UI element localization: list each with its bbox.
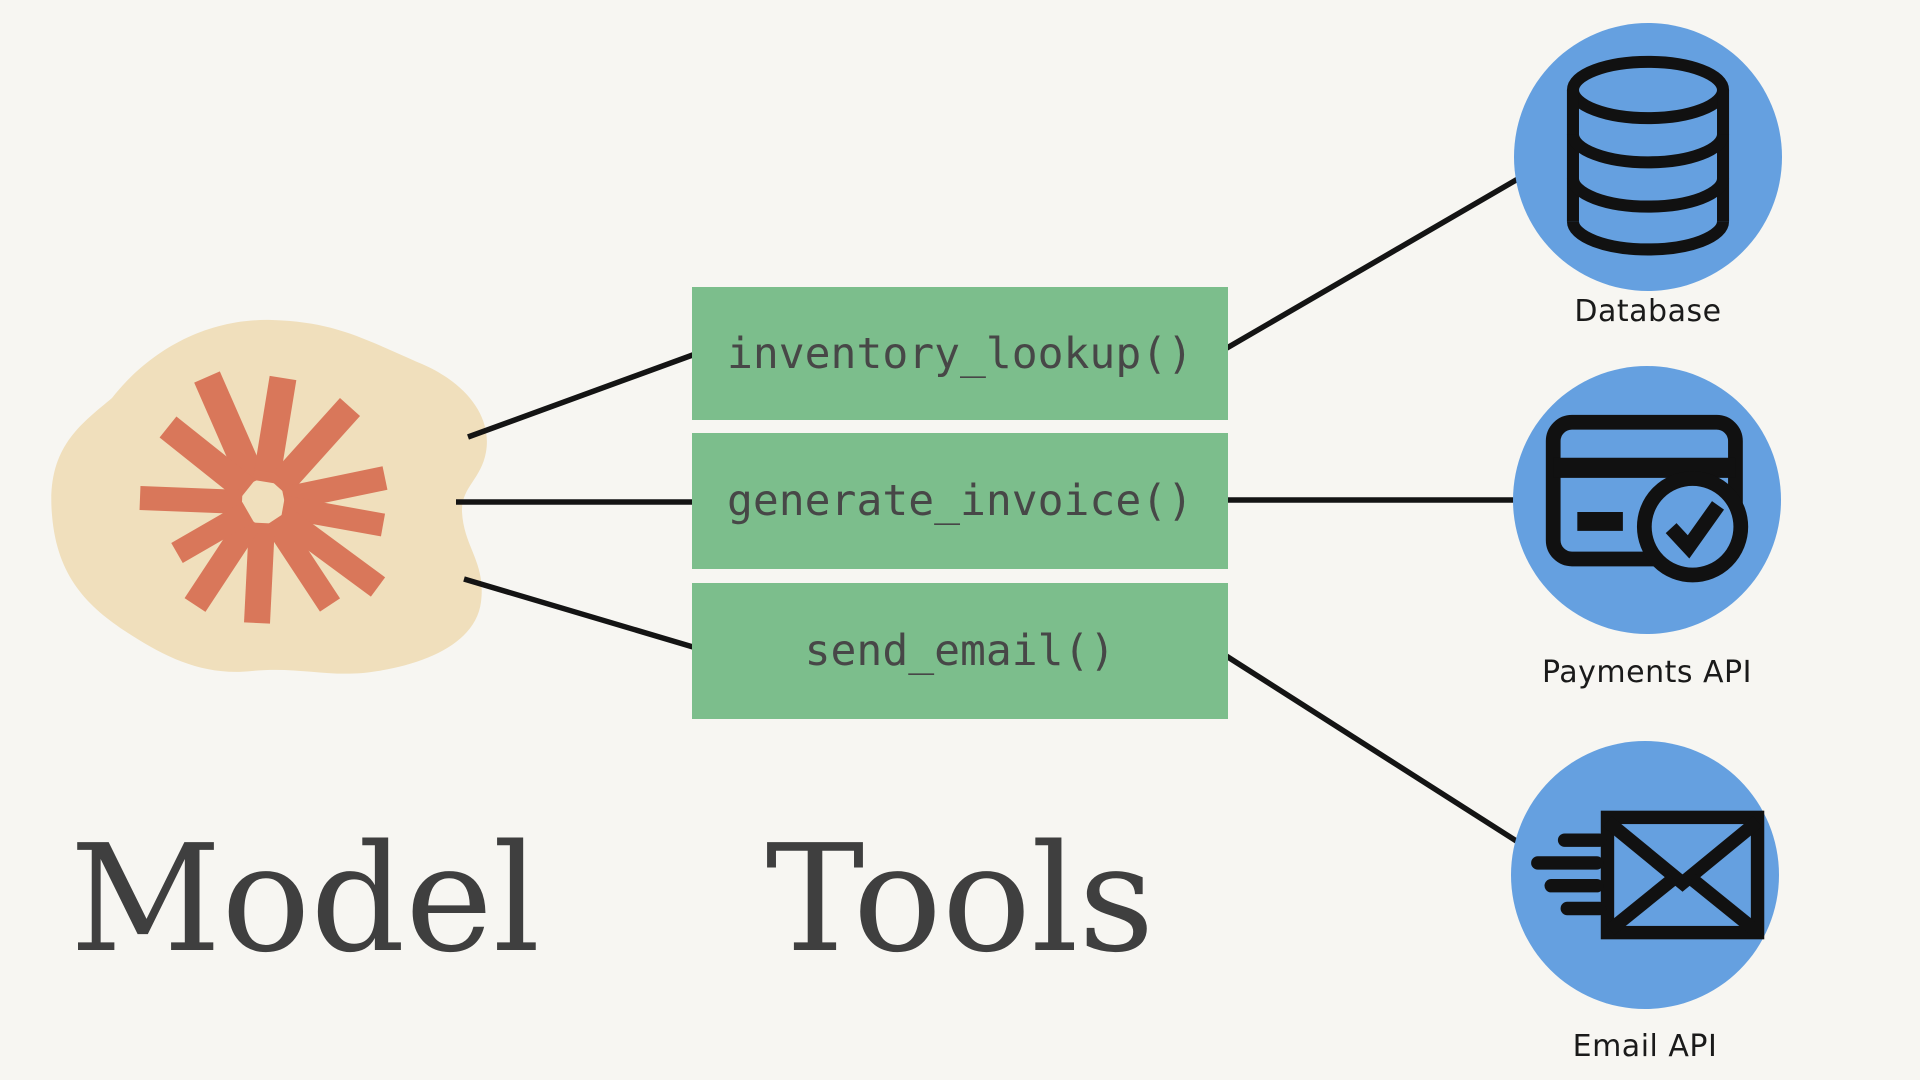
service-label-payments: Payments API — [1542, 655, 1752, 690]
service-circle-payments — [1513, 366, 1781, 634]
model-starburst-icon — [139, 371, 388, 624]
tool-box-generate-invoice: generate_invoice() — [692, 433, 1228, 569]
speed-lines — [1531, 833, 1607, 916]
tool-box-send-email: send_email() — [692, 583, 1228, 719]
tools-title: Tools — [765, 813, 1155, 985]
tool-function-label: inventory_lookup() — [727, 328, 1193, 379]
model-title: Model — [69, 813, 541, 985]
database-icon — [1566, 55, 1730, 256]
email-send-icon — [1531, 810, 1765, 940]
connector-model-inventory — [467, 342, 721, 440]
credit-card-check-icon — [1545, 414, 1749, 583]
service-circle-database — [1514, 23, 1782, 291]
service-label-database: Database — [1574, 294, 1722, 329]
tool-box-inventory-lookup: inventory_lookup() — [692, 287, 1228, 420]
connector-model-email — [463, 576, 721, 658]
service-label-email: Email API — [1572, 1029, 1718, 1064]
tool-function-label: generate_invoice() — [727, 476, 1193, 526]
service-circle-email — [1511, 741, 1779, 1009]
tool-function-label: send_email() — [804, 626, 1116, 676]
